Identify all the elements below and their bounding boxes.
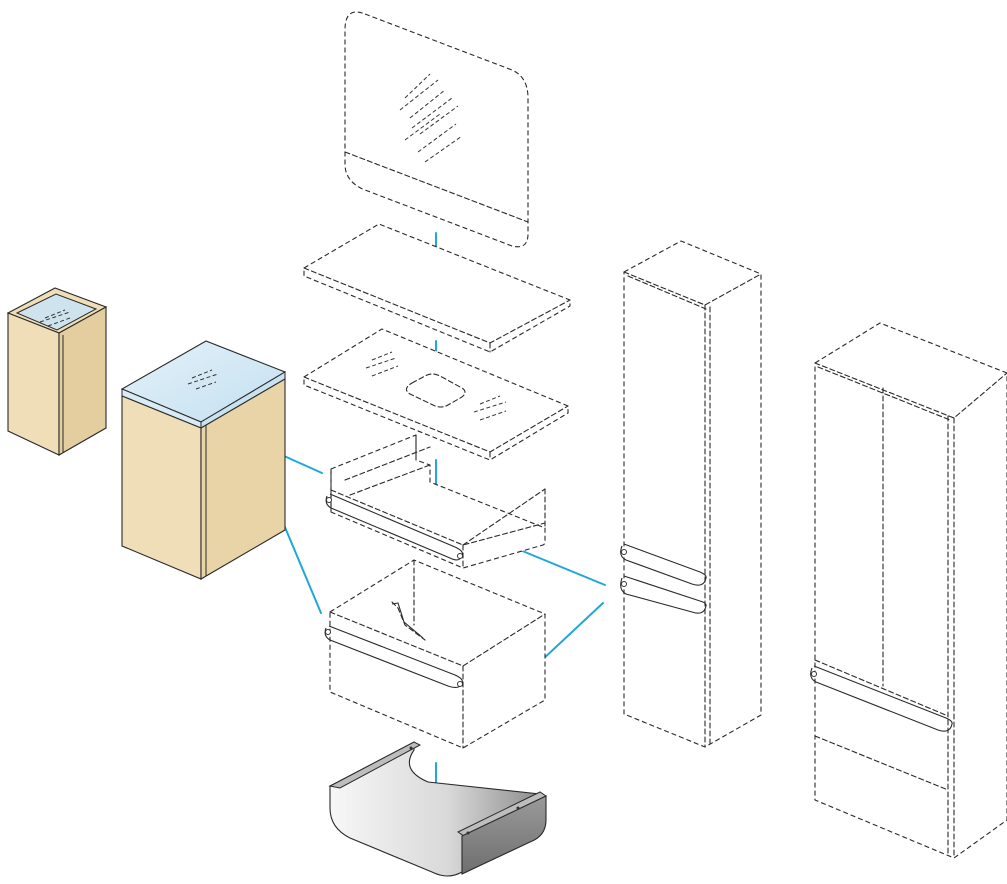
connector-tallcab-top <box>519 549 606 586</box>
vanity-drawer-bottom <box>324 559 546 749</box>
tall-cabinet-double <box>810 322 1007 859</box>
mirror-glare-icon <box>399 73 463 163</box>
drawer-handle <box>325 493 463 561</box>
glass-glare-icon <box>187 369 219 390</box>
tall-cabinet-single <box>620 240 762 748</box>
steel-base-frame <box>328 741 548 877</box>
countertop-with-basin <box>303 328 569 461</box>
mirror <box>344 11 529 248</box>
basin-glare-icon <box>365 351 507 421</box>
basin-cutout <box>405 373 466 408</box>
vanity-drawer-top <box>325 434 546 569</box>
cabinet-handle <box>810 665 953 732</box>
side-cabinet-small <box>6 287 108 456</box>
countertop-plain <box>303 223 571 353</box>
cabinet-handle <box>620 543 707 614</box>
glass-glare-icon <box>39 309 71 327</box>
side-cabinet-large <box>120 340 287 580</box>
drawer-handle <box>324 625 463 689</box>
